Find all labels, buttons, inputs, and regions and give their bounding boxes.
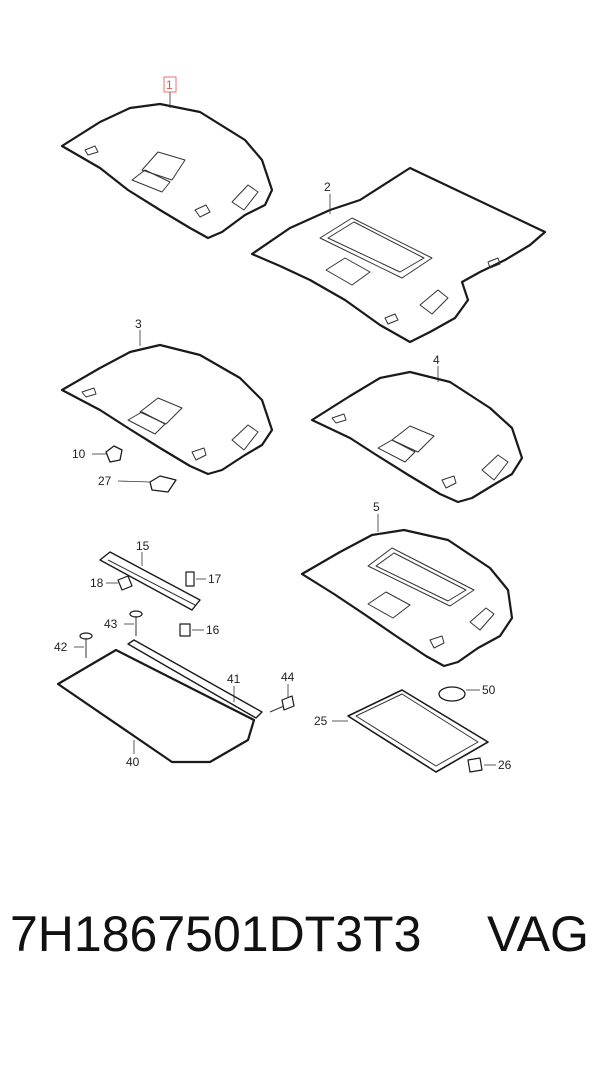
part-labels: 1 2 3 4 5 10 27 15 17 18 43 16 42 41 44 … (54, 76, 512, 772)
part-label-18: 18 (90, 576, 104, 590)
part-label-41: 41 (227, 672, 241, 686)
shelf-part-40 (56, 648, 256, 764)
part-label-42: 42 (54, 640, 68, 654)
screw-part-44 (269, 695, 295, 713)
part-label-4: 4 (433, 353, 440, 367)
part-label-15: 15 (136, 539, 150, 553)
screw-part-43 (129, 610, 143, 636)
screw-part-17 (185, 571, 195, 587)
headliner-part-2 (250, 166, 547, 344)
clip-part-10 (105, 445, 123, 463)
caption: 7H1867501DT3T3 VAG (0, 905, 600, 985)
part-label-27: 27 (98, 474, 112, 488)
part-label-1-box (163, 76, 177, 93)
part-label-43: 43 (104, 617, 118, 631)
clip-part-50 (438, 686, 466, 702)
parts-diagram: 1 2 3 4 5 10 27 15 17 18 43 16 42 41 44 … (54, 76, 547, 773)
part-label-40: 40 (126, 755, 140, 769)
part-label-17: 17 (208, 572, 222, 586)
part-label-2: 2 (324, 180, 331, 194)
rail-part-15 (99, 551, 201, 611)
part-number-text: 7H1867501DT3T3 (10, 906, 422, 962)
fastener-part-16 (179, 623, 191, 637)
leader-lines (74, 92, 496, 766)
brand-text: VAG (487, 906, 589, 962)
headliner-part-5 (300, 528, 514, 668)
headliner-part-3 (60, 343, 274, 476)
part-label-1: 1 (166, 78, 173, 92)
part-label-3: 3 (135, 317, 142, 331)
part-label-5: 5 (373, 500, 380, 514)
part-label-16: 16 (206, 623, 220, 637)
frame-part-25 (347, 689, 489, 773)
part-label-50: 50 (482, 683, 496, 697)
part-label-25: 25 (314, 714, 328, 728)
strip-part-41 (127, 639, 263, 719)
clip-part-26 (467, 757, 483, 773)
cover-part-27 (149, 475, 177, 493)
part-label-26: 26 (498, 758, 512, 772)
screw-part-42 (79, 632, 93, 658)
clip-part-18 (117, 575, 133, 591)
headliner-part-4 (310, 370, 524, 504)
part-label-44: 44 (281, 670, 295, 684)
headliner-part-1 (60, 102, 274, 240)
part-label-10: 10 (72, 447, 86, 461)
